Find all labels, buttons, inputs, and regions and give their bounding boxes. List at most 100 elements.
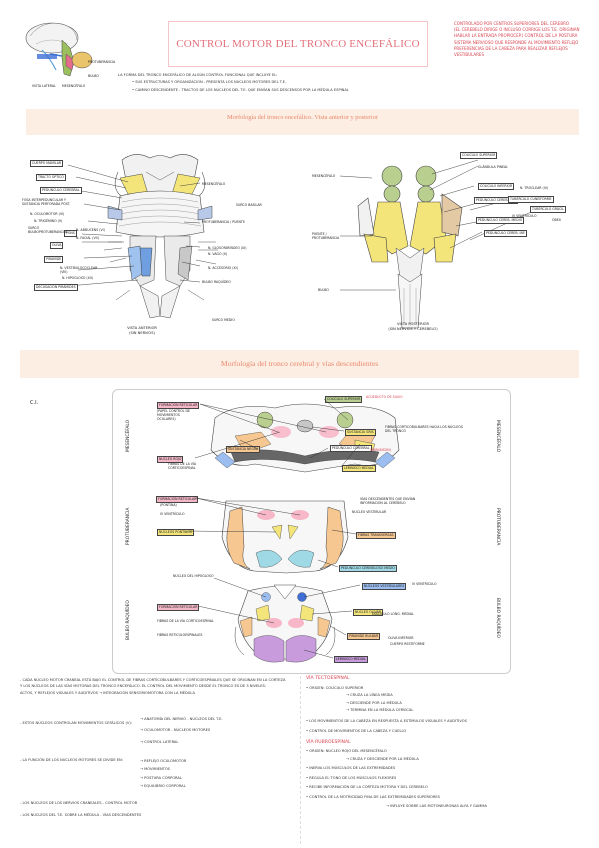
br-line: → CRUZA LA LÍNEA MEDIA	[346, 693, 393, 698]
section1-banner: Morfología del tronco encefálico. Vista …	[26, 109, 579, 135]
mes-note-4: FIBRAS DE LA VÍA CORTICOESPINAL	[168, 462, 197, 470]
br-line: • INERVA LOS MÚSCULOS DE LAS EXTREMIDADE…	[306, 766, 396, 771]
anterior-right-note-3: N. GLOSOFARÍNGEO (IX)	[208, 246, 247, 250]
anterior-right-note-1: PROTUBERANCIA / PUENTE	[202, 220, 245, 224]
bl-line: → REFLEJO OCULOMOTOR	[140, 758, 187, 763]
bl-line: → CONTROL LATERAL	[140, 739, 179, 744]
br-line: • REGULA EL TONO DE LOS MÚSCULOS FLEXORE…	[306, 775, 397, 780]
side-note-line: (EL CEREBELO DIRIGE O INCLUSO CORRIGE LO…	[454, 27, 580, 33]
label-nucleo-hipogloso-bul: NÚCLEO DEL HIPOGLOSO	[173, 574, 214, 578]
level-label-mesencefalo-left: MESENCÉFALO	[126, 419, 131, 452]
label-cuerpo-mamilar: CUERPO MAMILAR	[30, 160, 64, 167]
pro-note-1: VÍAS DESCENDENTES QUE ENVÍAN INFORMACIÓN…	[360, 497, 416, 505]
label-piramide: PIRÁMIDE	[44, 256, 64, 263]
label-tuberculo-cuneiforme: TUBÉRCULO CUNEIFORME	[508, 196, 554, 203]
bl-line: → MOVIMIENTOS	[140, 767, 170, 772]
pro-note-0: (PONTINA)	[160, 503, 177, 507]
br-line: • CONTROL DE MOVIMIENTOS DE LA CABEZA Y …	[306, 729, 407, 734]
posterior-left-note-1: PUENTE / PROTUBERANCIA	[312, 232, 340, 240]
intro-line: • SUS ESTRUCTURAS Y ORGANIZACIÓN - PRESE…	[132, 80, 287, 85]
bl-line: - LOS NÚCLEOS DE LOS NERVIOS CRANEALES -…	[20, 800, 138, 805]
label-coliculo-superior-post: COLÍCULO SUPERIOR	[460, 152, 498, 159]
br-line: • ORIGEN: COLÍCULO SUPERIOR	[306, 685, 364, 690]
label-lemnisco-medial-bul: LEMNISCO MEDIAL	[334, 656, 368, 663]
br-line: → INFLUYE SOBRE LAS MOTONEURONAS ALFA Y …	[386, 804, 487, 809]
bul-note-0: IV VENTRÍCULO	[412, 582, 437, 586]
side-note-line: CONTROLADO POR CENTROS SUPERIORES DEL CE…	[454, 21, 570, 26]
label-nucleos-pontinos-pro: NÚCLEOS PONTINOS	[157, 529, 194, 536]
posterior-right-note-3: ÓBEX	[552, 218, 561, 222]
br-line: • RECIBE INFORMACIÓN DE LA CORTEZA MOTOR…	[306, 785, 428, 790]
anterior-caption: VISTA ANTERIOR (SIN NERVIOS)	[122, 326, 162, 335]
bl-line: - LOS NÚCLEOS DEL T.E. SOBRE LA MÉDULA -…	[20, 813, 142, 818]
br-line: • ORIGEN: NÚCLEO ROJO DEL MESENCÉFALO	[306, 749, 387, 754]
bl-line: Y LOS NÚCLEOS DE LAS VÍAS MOTORAS DEL TR…	[20, 684, 267, 689]
level-label-mesencefalo-right: MESENCÉFALO	[495, 420, 500, 453]
label-decusacion: DECUSACIÓN PIRÁMIDES	[34, 284, 78, 291]
bl-line: - LA FUNCIÓN DE LOS NÚCLEOS MOTORES SE D…	[20, 758, 123, 763]
header-side-note: CONTROLADO POR CENTROS SUPERIORES DEL CE…	[454, 21, 596, 58]
anterior-left-note-2: N. TRIGÉMINO (V)	[34, 219, 63, 223]
thumbnail-label-2: PROTUBERANCIA	[88, 60, 116, 64]
label-oliva: OLIVA	[50, 242, 64, 249]
label-formacion-reticular-pro: FORMACIÓN RETICULAR	[156, 496, 199, 503]
posterior-left-note-2: BULBO	[318, 288, 329, 292]
anterior-view-drawing	[103, 154, 218, 319]
mes-note-1: FIBRAS CORTICOBULBARES HACIA LOS NÚCLEOS…	[385, 425, 463, 433]
bulbo-section	[234, 584, 336, 663]
side-note-line: HABLAR LA ENTRADA PROPIOCEP.) CONTROL DE…	[454, 33, 578, 39]
anterior-caption-line: (SIN NERVIOS)	[129, 330, 155, 335]
br-heading: VÍA RUBROESPINAL	[306, 739, 351, 745]
label-nucleo-rojo-mes: NÚCLEO ROJO	[157, 456, 184, 463]
anterior-right-note-7: SURCO MEDIO	[212, 318, 235, 322]
label-nucleos-vestibulares-bul: NÚCLEOS VESTIBULARES	[362, 583, 407, 590]
br-line: → TERMINA EN LA MÉDULA CERVICAL	[346, 708, 414, 713]
side-note-line: VESTIBULARES	[454, 51, 484, 57]
anterior-right-note-2: BULBO RAQUÍDEO	[202, 280, 231, 284]
label-sustancia-negra-mes: SUSTANCIA NEGRA	[226, 446, 261, 453]
bottom-divider	[300, 676, 301, 844]
label-lemnisco-medial-mes: LEMNISCO MEDIAL	[342, 465, 376, 472]
thumbnail-label-0: VISTA LATERAL	[32, 84, 56, 88]
bl-line: → EQUILIBRIO CORPORAL	[140, 784, 186, 789]
posterior-view-drawing	[357, 165, 463, 329]
level-label-bulbo-right: BULBO RAQUÍDEO	[495, 598, 500, 638]
level-label-protuberancia-right: PROTUBERANCIA	[495, 508, 500, 546]
level-label-bulbo-left: BULBO RAQUÍDEO	[126, 600, 131, 640]
posterior-right-note-2: IV VENTRÍCULO	[512, 214, 537, 218]
section2-side-letter: C.I.	[30, 400, 39, 406]
protuberancia-section	[221, 500, 349, 574]
bl-line: - ESTOS NÚCLEOS CONTROLAN MOVIMIENTOS CE…	[20, 721, 132, 726]
anterior-right-note-6: SURCO BASILAR	[236, 203, 262, 207]
label-nucleo-vestibular-pro: NÚCLEO VESTIBULAR	[352, 510, 387, 514]
label-pedunculo-cerebral: PEDÚNCULO CEREBRAL	[40, 187, 82, 194]
mes-note-2: ACUEDUCTO DE SILVIO	[366, 395, 403, 399]
label-pedunculo-cerebeloso-pro: PEDÚNCULO CEREBELOSO MEDIO	[339, 565, 397, 572]
anterior-right-note-0: MESENCÉFALO	[202, 182, 226, 186]
intro-notes: LA FORMA DEL TRONCO ENCEFÁLICO DE ALGÚN …	[118, 73, 349, 92]
anterior-left-note-6: N. VESTIBULOCOCLEAR (VIII)	[60, 266, 98, 274]
label-tuberculo-gracil: TUBÉRCULO GRÁCIL	[530, 206, 566, 213]
label-pedunculo-medio: PEDÚNCULO CEREB. MEDIO	[476, 217, 525, 224]
thumbnail-label-1: MESENCÉFALO	[62, 84, 86, 88]
side-note-line: SISTEMA NERVIOSO QUE RESPONDE AL MOVIMIE…	[454, 39, 579, 45]
bl-line: → POSTURA CORPORAL	[140, 775, 182, 780]
pro-note-2: IV VENTRÍCULO	[160, 512, 185, 516]
br-line: → CRUZA Y DESCIENDE POR LA MÉDULA	[346, 756, 419, 761]
br-line: • LOS MOVIMIENTOS DE LA CABEZA EN RESPUE…	[306, 718, 467, 723]
label-oliva-inferior-bul: OLIVA INFERIOR	[388, 636, 414, 640]
label-fibras-transversas-pro: FIBRAS TRANSVERSAS	[356, 532, 396, 539]
posterior-caption: VISTA POSTERIOR (SIN NERVIOS Y CEREBELO)	[388, 322, 438, 331]
posterior-right-note-0: GLÁNDULA PINEAL	[478, 165, 508, 169]
anterior-left-note-1: N. OCULOMOTOR (III)	[30, 212, 64, 216]
label-piramide-bulbar-bul: PIRÁMIDE BULBAR	[347, 633, 381, 640]
side-note-line: PREFERENCIAS DE LA CABEZA PARA REALIZAR …	[454, 45, 568, 51]
label-nucleo-olivar-bul: NÚCLEO OLIVAR	[353, 609, 383, 616]
level-label-protuberancia-left: PROTUBERANCIA	[126, 507, 131, 545]
anterior-left-note-7: N. HIPOGLOSO (XII)	[62, 276, 93, 280]
label-formacion-reticular-bul: FORMACIÓN RETICULAR	[157, 604, 200, 611]
label-pons: PONS	[64, 230, 77, 237]
bul-note-4: CUERPO RESTIFORME	[390, 642, 425, 646]
bul-note-1: FASCÍCULO LONG. MEDIAL	[372, 612, 414, 616]
posterior-caption-line: VISTA POSTERIOR	[397, 322, 429, 326]
